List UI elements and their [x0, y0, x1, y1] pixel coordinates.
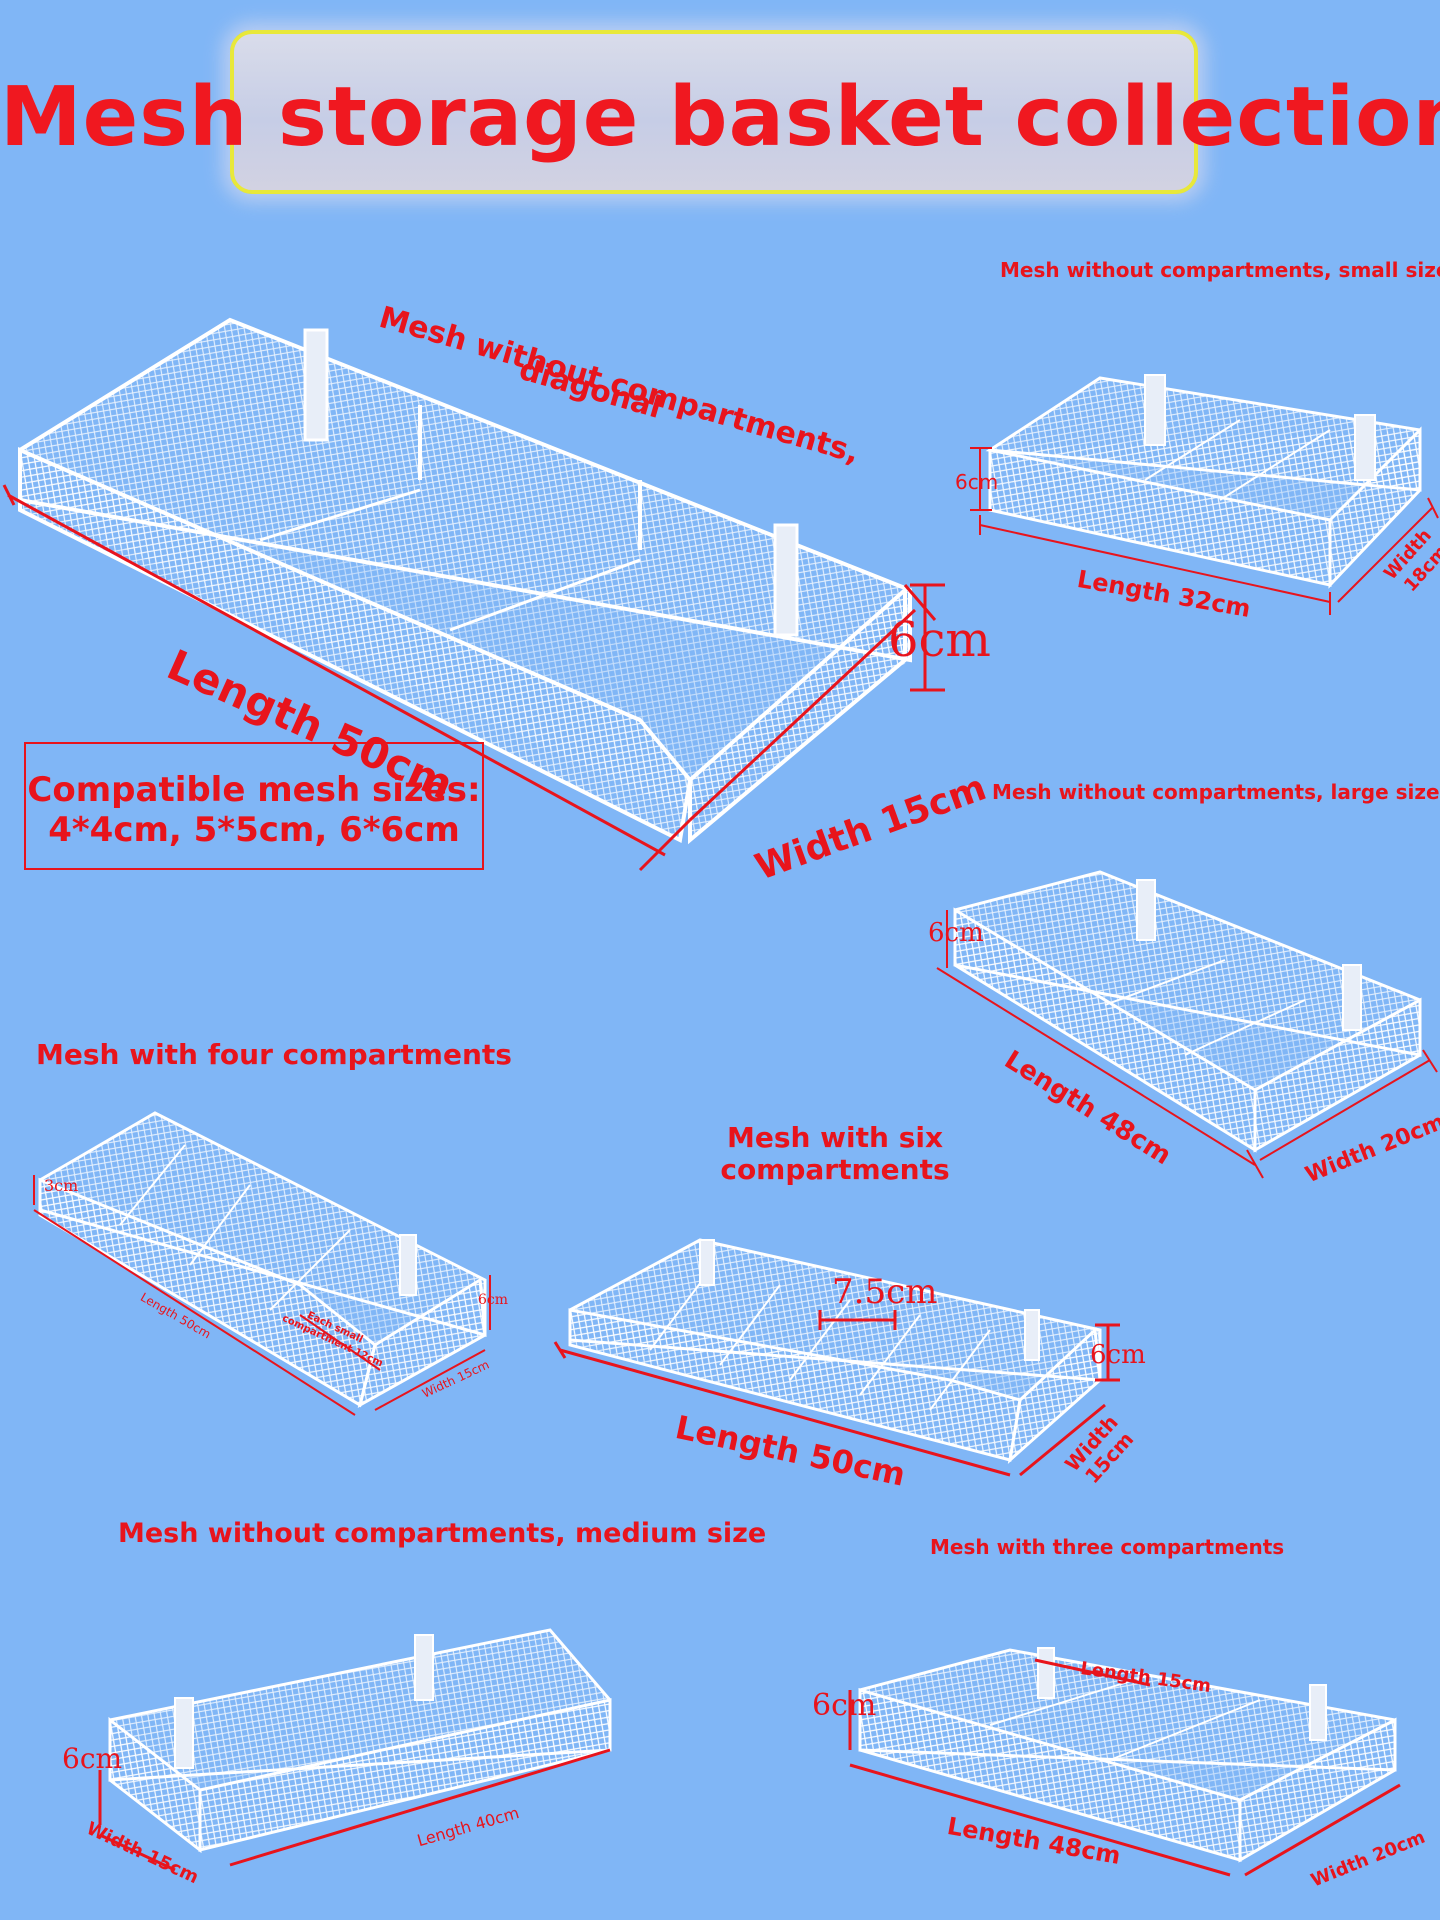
small-height: 6cm — [955, 470, 999, 494]
three-height: 6cm — [812, 1688, 877, 1723]
basket-large-image — [936, 870, 1438, 1179]
medium-name: Mesh without compartments, medium size — [118, 1518, 767, 1549]
three-name: Mesh with three compartments — [930, 1535, 1285, 1559]
four-height-front: 3cm — [44, 1176, 79, 1195]
compatible-sizes-line1: Compatible mesh sizes: — [27, 770, 481, 810]
basket-three-image — [848, 1647, 1401, 1877]
four-name: Mesh with four compartments — [36, 1038, 512, 1071]
six-height: 6cm — [1090, 1340, 1146, 1370]
basket-small-image — [970, 374, 1439, 615]
six-compartment: 7.5cm — [832, 1272, 938, 1312]
compatible-sizes-text: Compatible mesh sizes: 4*4cm, 5*5cm, 6*6… — [24, 770, 484, 850]
basket-six-image — [553, 1238, 1120, 1477]
medium-height: 6cm — [62, 1742, 123, 1775]
six-name-line1: Mesh with six — [726, 1121, 944, 1154]
basket-four-image — [33, 1111, 491, 1416]
large-name: Mesh without compartments, large size — [992, 780, 1440, 804]
small-name: Mesh without compartments, small size — [1000, 258, 1440, 282]
page-title: Mesh storage basket collection — [0, 70, 1440, 165]
diagonal-height: 6cm — [888, 612, 991, 668]
compatible-sizes-box — [24, 742, 484, 870]
six-name: Mesh with six compartments — [630, 1122, 1040, 1186]
four-height-back: 6cm — [478, 1292, 509, 1308]
large-height: 6cm — [928, 918, 984, 948]
six-name-line2: compartments — [720, 1153, 950, 1186]
title-banner — [230, 30, 1198, 194]
basket-diagonal-image — [2, 317, 945, 872]
basket-medium-image — [98, 1628, 612, 1872]
compatible-sizes-line2: 4*4cm, 5*5cm, 6*6cm — [48, 810, 460, 850]
